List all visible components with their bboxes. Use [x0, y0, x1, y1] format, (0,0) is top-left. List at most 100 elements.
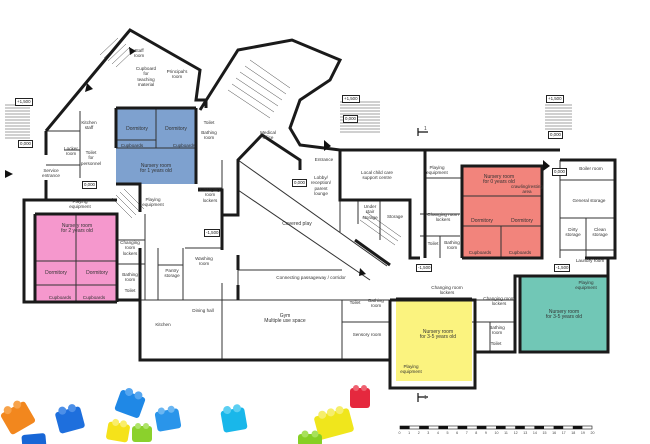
label-nursery-35: Nursery room for 3-5 years old [419, 329, 457, 341]
level-marker-10: 0,000 [552, 168, 567, 176]
label-crawling-area: crawling/resting area [511, 184, 543, 195]
label-playing-equipment-top: Playing equipment [426, 165, 448, 176]
scale-tick-label: 0 [398, 431, 401, 435]
section-number-top: 1 [424, 126, 427, 132]
label-playing-equipment-left: Playing equipment [69, 199, 91, 210]
label-dirty-storage: Dirty storage [565, 227, 581, 238]
label-cupboards-1: Cupboards [120, 143, 144, 148]
scale-tick-label: 10 [494, 431, 499, 435]
entrance-arrow-kitchen [85, 83, 93, 92]
level-marker-6: 0,000 [82, 181, 97, 189]
scale-tick-label: 9 [484, 431, 487, 435]
scale-tick-label: 16 [552, 431, 557, 435]
label-dormitory-0b: Dormitory [511, 218, 533, 224]
label-bathing-room-mid: Bathing room [444, 240, 460, 251]
label-covered-play: Covered play [282, 221, 312, 227]
label-under-stair: Under stair storage [362, 204, 378, 220]
brick-blue-2 [114, 387, 146, 418]
label-cupboards-0: Cupboards [468, 250, 492, 255]
label-cupboards-0b: Cupboards [508, 250, 532, 255]
brick-blue-1 [55, 404, 85, 434]
room-fill-35-teal [520, 276, 608, 352]
entrance-arrow-stair [359, 268, 366, 276]
label-principals-room: Principal's room [166, 69, 188, 80]
label-washing-room: Washing room [195, 256, 213, 267]
entrance-arrow-service [5, 170, 13, 178]
scale-tick-label: 6 [456, 431, 459, 435]
scale-tick-label: 7 [465, 431, 468, 435]
scale-bar [399, 425, 593, 430]
brick-red [350, 385, 370, 408]
label-service-entrance: Service entrance [42, 168, 60, 179]
scale-tick-label: 20 [590, 431, 595, 435]
label-kitchen: Kitchen [155, 322, 171, 327]
label-lobby: Lobby/ reception/ parent lounge [310, 175, 332, 197]
scale-tick-label: 11 [504, 431, 508, 435]
label-toilet-mid: Toilet [427, 241, 439, 246]
label-cupboards-2b: Cupboards [82, 295, 106, 300]
entrance-arrow-top [129, 47, 136, 55]
section-marker-bottom [417, 393, 428, 402]
label-gym: Gym Multiple use space [264, 313, 306, 325]
label-dormitory-1b: Dormitory [165, 126, 187, 132]
level-marker-11: -1,500 [554, 264, 571, 272]
label-toilet-1: Toilet [203, 120, 215, 125]
scale-tick-label: 8 [475, 431, 478, 435]
entrance-arrow-main [324, 140, 331, 151]
scale-tick-label: 15 [542, 431, 547, 435]
label-changing-lockers-35: Changing room lockers [431, 285, 463, 296]
entrance-arrows [5, 47, 550, 276]
label-toilet-right: Toilet [490, 341, 502, 346]
scale-tick-label: 13 [523, 431, 528, 435]
level-marker-7: 0,000 [292, 179, 307, 187]
level-marker-5: 0,000 [548, 131, 563, 139]
label-bathing-room-1: Bathing room [201, 130, 217, 141]
scale-tick-label: 17 [561, 431, 566, 435]
decorative-toy-bricks [0, 385, 370, 444]
label-dormitory-0a: Dormitory [471, 218, 493, 224]
scale-tick-label: 3 [427, 431, 430, 435]
label-sensory-room: Sensory room [352, 332, 382, 337]
label-cupboards-2: Cupboards [48, 295, 72, 300]
label-toilet-personnel: Toilet for personnel [80, 150, 102, 166]
brick-yellow-small [106, 418, 130, 443]
section-marker-top [417, 128, 428, 136]
label-nursery-1yr: Nursery room for 1 years old [140, 163, 172, 175]
interior-walls [35, 108, 615, 360]
label-changing-lockers-2: Changing room lockers [120, 240, 140, 256]
scale-tick-label: 4 [436, 431, 439, 435]
label-clean-storage: Clean storage [592, 227, 608, 238]
label-locker-room: Locker room [64, 146, 78, 157]
scale-tick-label: 1 [408, 431, 411, 435]
label-dining-hall: Dining hall [192, 308, 214, 313]
brick-cyan [220, 404, 248, 433]
level-marker-8: -1,500 [204, 229, 221, 237]
level-marker-2: 0,000 [18, 140, 33, 148]
brick-blue-bottom [21, 433, 47, 444]
room-fill-35-yellow [396, 299, 472, 381]
label-playing-equipment-teal: Playing equipment [575, 280, 597, 291]
label-bathing-room-gym: Bathing room [368, 298, 384, 309]
label-changing-lockers-right: Changing room lockers [483, 296, 515, 307]
label-pantry-storage: Pantry storage [164, 268, 180, 279]
label-toilet-2: Toilet [124, 288, 136, 293]
label-toilet-gym: Toilet [349, 300, 361, 305]
label-dormitory-2b: Dormitory [86, 270, 108, 276]
label-cupboard-teaching: Cupboard for teaching material [135, 66, 157, 88]
scale-tick-label: 18 [571, 431, 576, 435]
label-general-storage: General storage [572, 198, 606, 203]
label-cupboards-1b: Cupboards [172, 143, 196, 148]
section-markers [417, 128, 428, 402]
level-marker-12: 0,000 [343, 115, 358, 123]
scale-tick-label: 14 [532, 431, 537, 435]
label-medical-office: Medical office [260, 130, 276, 141]
label-nursery-2yr: Nursery room for 2 years old [61, 223, 93, 235]
label-nursery-0yr: Nursery room for 0 years old [483, 174, 515, 186]
label-changing-lockers-mid: Changing room lockers [427, 212, 459, 223]
entrance-arrow-right [543, 160, 550, 171]
label-kitchen-staff: Kitchen staff [81, 120, 97, 131]
brick-green-big [298, 430, 322, 444]
label-bathing-room-right: Bathing room [489, 325, 505, 336]
